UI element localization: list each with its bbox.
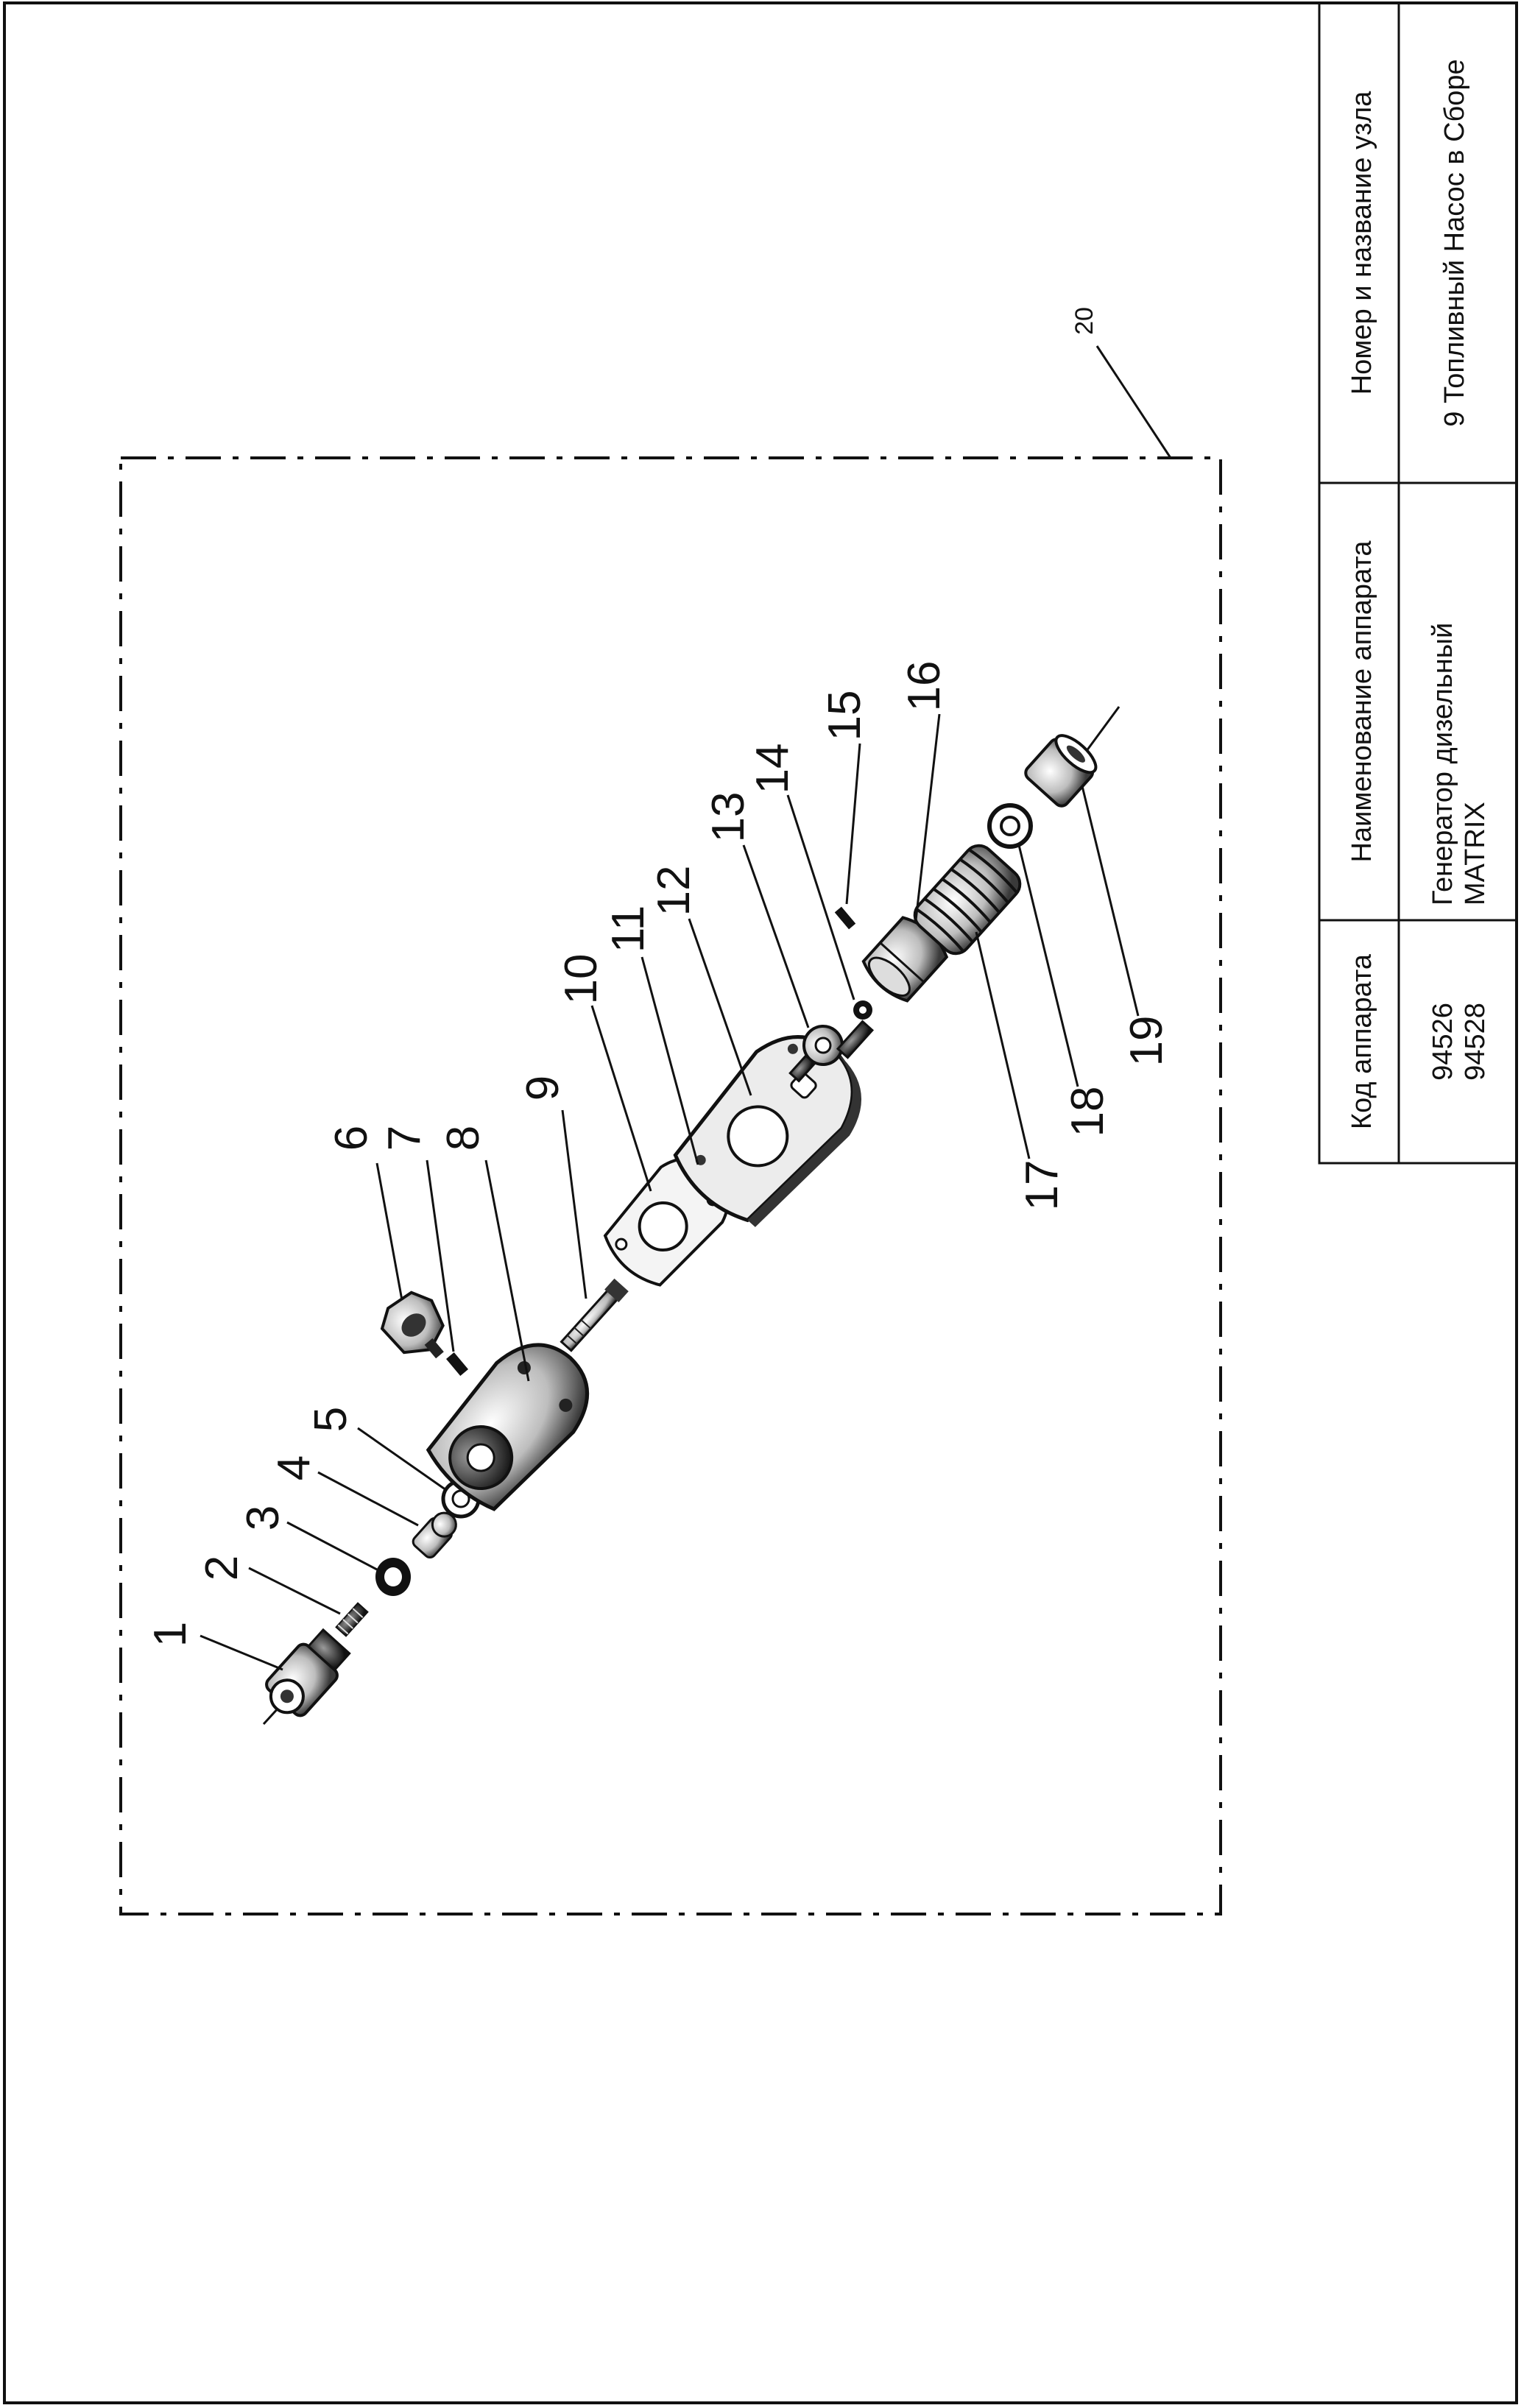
assembly-boundary [119,456,1222,1916]
name-value-line-1: Генератор дизельный [1428,623,1458,905]
leader-14 [786,794,855,1000]
callout-14: 14 [747,744,798,794]
callout-12: 12 [649,866,699,917]
part-9-drawing [560,1278,629,1352]
title-block-frame [1318,1,1518,1165]
title-block: Номер и название узла 9 Топливный Насос … [1318,1,1518,1165]
part-19-drawing [1024,734,1098,808]
part-17-drawing [913,844,1022,956]
name-header: Наименование аппарата [1347,540,1377,863]
part-15-drawing [834,906,856,930]
name-value-line-2: MATRIX [1460,802,1491,905]
part-1-drawing [265,1628,351,1717]
leader-13 [742,844,810,1028]
part-13-drawing [788,1020,875,1083]
assembly-axis-end [1081,706,1121,758]
code-header: Код аппарата [1347,953,1377,1129]
unit-value: 9 Топливный Насос в Сборе [1439,59,1470,426]
part-7-drawing [445,1352,469,1376]
code-value-2: 94528 [1460,1003,1491,1081]
callout-19: 19 [1121,1016,1172,1067]
callout-9: 9 [518,1076,568,1101]
callout-5: 5 [306,1407,356,1432]
callout-10: 10 [556,954,607,1005]
leader-19 [1081,785,1140,1017]
callout-1: 1 [145,1622,196,1647]
leader-4 [317,1471,419,1527]
part-18-drawing [987,803,1033,849]
leader-11 [640,956,699,1165]
part-3-drawing [375,1558,411,1596]
callout-17: 17 [1017,1160,1067,1211]
leader-12 [688,918,752,1096]
part-2-drawing [335,1602,369,1637]
callout-16: 16 [899,661,950,712]
part-6-drawing [380,1290,445,1359]
leader-18 [1017,844,1079,1087]
callout-4: 4 [269,1455,320,1480]
leader-10 [590,1005,652,1192]
part-8-drawing [426,1343,590,1511]
leader-8 [484,1159,530,1382]
code-value-1: 94526 [1428,1003,1458,1081]
leader-6 [375,1162,403,1301]
leader-9 [561,1109,587,1299]
callout-2: 2 [197,1556,247,1581]
callout-15: 15 [819,691,870,741]
part-14-drawing [853,1000,872,1020]
callout-11: 11 [603,905,654,953]
leader-7 [426,1159,455,1352]
leader-16 [914,713,941,921]
part-12-drawing [673,1035,861,1227]
leader-15 [845,743,861,905]
sheet-border [3,1,1518,2404]
leader-17 [975,931,1031,1159]
callout-7: 7 [379,1126,430,1151]
leader-3 [286,1521,378,1571]
assembly-label: 20 [1070,307,1098,335]
callout-3: 3 [238,1505,289,1530]
leader-5 [357,1427,447,1491]
callout-6: 6 [326,1126,377,1151]
callout-8: 8 [438,1126,489,1151]
leader-1 [200,1634,283,1671]
callout-13: 13 [703,792,754,843]
callout-18: 18 [1062,1087,1113,1137]
unit-header: Номер и название узла [1347,91,1377,395]
leader-2 [248,1567,341,1615]
assembly-leader [1095,345,1172,459]
